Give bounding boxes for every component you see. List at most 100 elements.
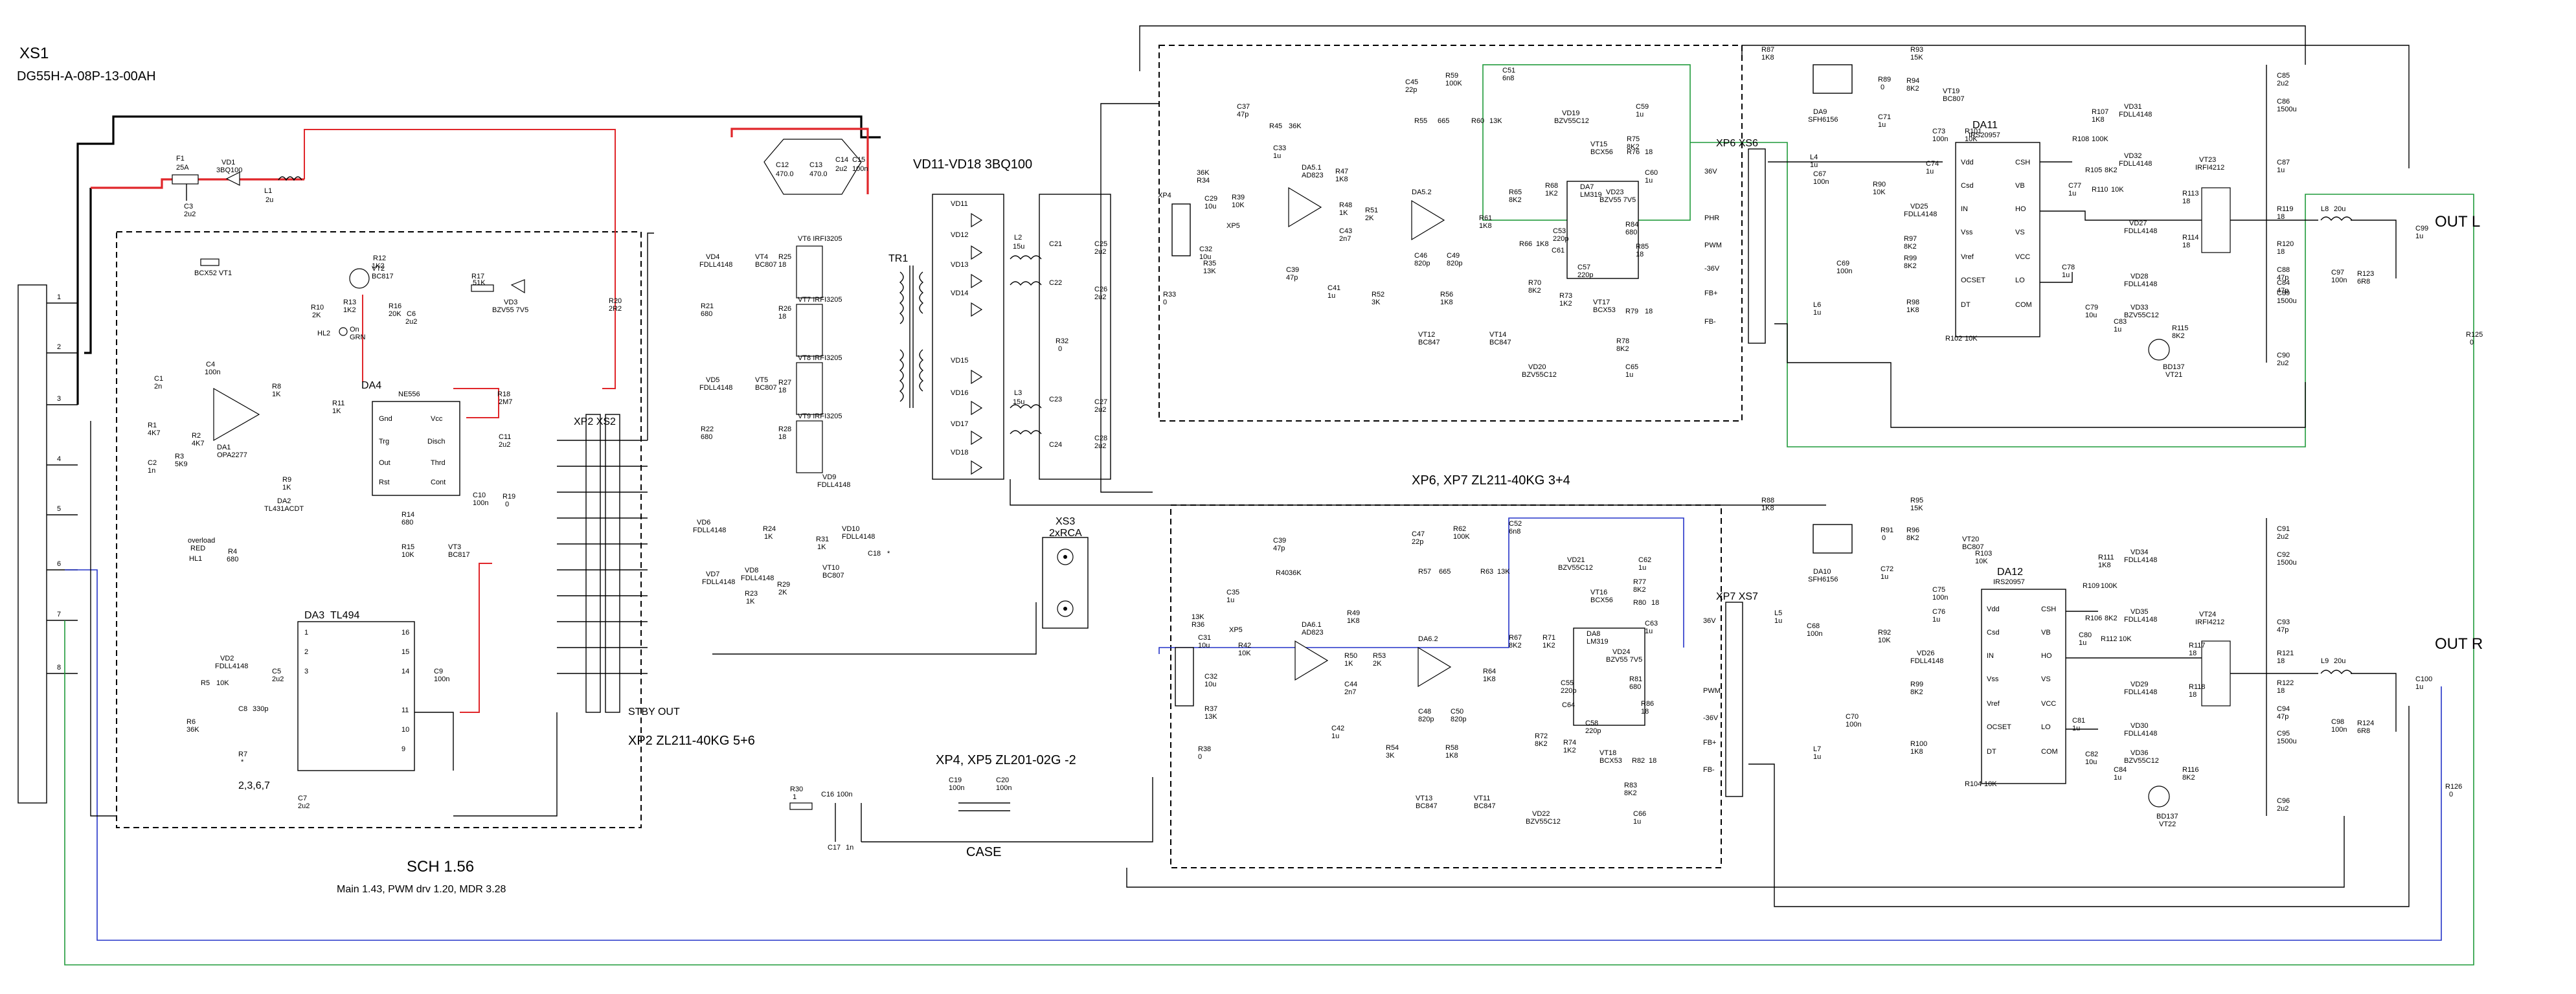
svg-text:R126: R126 (2445, 783, 2462, 791)
svg-text:L4: L4 (1810, 153, 1818, 161)
svg-text:R61: R61 (1479, 214, 1492, 222)
svg-text:R121: R121 (2277, 649, 2294, 657)
svg-text:VD30: VD30 (2130, 722, 2149, 730)
svg-text:Csd: Csd (1961, 182, 1974, 190)
svg-text:VD14: VD14 (951, 289, 969, 297)
svg-text:8K2: 8K2 (1910, 688, 1923, 696)
svg-text:1u: 1u (1881, 573, 1888, 581)
svg-text:R123: R123 (2357, 270, 2374, 278)
svg-text:C3: C3 (184, 203, 193, 210)
svg-text:R115: R115 (2172, 324, 2188, 332)
svg-text:1K8: 1K8 (1440, 299, 1453, 306)
svg-text:R13: R13 (343, 299, 356, 306)
svg-text:1K2: 1K2 (1542, 642, 1555, 649)
svg-text:VT17: VT17 (1593, 299, 1610, 306)
svg-text:18: 18 (1645, 308, 1653, 315)
svg-text:10u: 10u (1204, 681, 1216, 688)
svg-text:R5: R5 (201, 679, 210, 687)
svg-text:*: * (887, 550, 890, 558)
svg-text:R114: R114 (2182, 234, 2198, 242)
svg-text:1u: 1u (1226, 596, 1234, 604)
svg-text:2K: 2K (312, 311, 321, 319)
svg-text:C89: C89 (2277, 289, 2290, 297)
svg-text:C75: C75 (1932, 586, 1945, 594)
svg-text:R78: R78 (1616, 337, 1629, 345)
svg-text:C65: C65 (1625, 363, 1638, 371)
svg-text:C17: C17 (828, 844, 841, 852)
svg-text:R51: R51 (1365, 207, 1378, 214)
svg-text:1K: 1K (1339, 209, 1348, 217)
svg-text:VD20: VD20 (1528, 363, 1546, 371)
svg-text:2u2: 2u2 (184, 210, 196, 218)
svg-text:13K: 13K (1497, 568, 1510, 576)
da4-ref: DA4 (361, 380, 381, 391)
svg-text:R65: R65 (1509, 188, 1522, 196)
svg-text:2u2: 2u2 (1094, 248, 1106, 256)
svg-text:COM: COM (2015, 301, 2032, 309)
svg-text:100n: 100n (852, 165, 868, 173)
psu-driver-block (116, 231, 642, 828)
svg-text:R59: R59 (1445, 72, 1458, 80)
svg-text:R82: R82 (1632, 757, 1645, 765)
svg-text:C58: C58 (1585, 719, 1598, 727)
svg-text:C12: C12 (776, 161, 789, 169)
svg-text:VD6: VD6 (697, 519, 710, 526)
svg-text:2K: 2K (1365, 214, 1374, 222)
svg-text:VT12: VT12 (1418, 331, 1435, 339)
svg-text:2u2: 2u2 (499, 441, 510, 449)
svg-text:R87: R87 (1761, 46, 1774, 54)
svg-text:4K7: 4K7 (148, 429, 161, 437)
svg-text:R79: R79 (1625, 308, 1638, 315)
svg-text:18: 18 (1649, 757, 1656, 765)
svg-text:1K2: 1K2 (1563, 747, 1576, 754)
svg-text:DA2: DA2 (277, 497, 291, 505)
red-vcc-net (304, 129, 616, 389)
svg-text:R58: R58 (1445, 744, 1458, 752)
svg-text:R100: R100 (1910, 740, 1927, 748)
svg-text:R71: R71 (1542, 634, 1555, 642)
svg-text:2u2: 2u2 (2277, 80, 2288, 87)
svg-text:DT: DT (1961, 301, 1971, 309)
svg-text:XP4: XP4 (1158, 192, 1171, 199)
svg-text:R108: R108 (2072, 135, 2089, 143)
svg-text:C49: C49 (1447, 252, 1460, 260)
svg-text:8K2: 8K2 (1616, 345, 1629, 353)
svg-text:2u: 2u (266, 196, 273, 204)
svg-text:36V: 36V (1704, 168, 1717, 175)
svg-text:8K2: 8K2 (1627, 143, 1640, 151)
svg-text:36K: 36K (186, 726, 199, 734)
svg-text:IRFI4212: IRFI4212 (2195, 618, 2224, 626)
svg-text:R54: R54 (1386, 744, 1399, 752)
svg-text:8K2: 8K2 (1535, 740, 1548, 748)
svg-text:2u2: 2u2 (1094, 406, 1106, 414)
svg-text:C91: C91 (2277, 525, 2290, 533)
svg-text:C88: C88 (2277, 266, 2290, 274)
svg-text:10K: 10K (1238, 649, 1251, 657)
svg-text:C39: C39 (1286, 266, 1299, 274)
svg-text:C62: C62 (1638, 556, 1651, 564)
svg-text:18: 18 (2277, 248, 2285, 256)
svg-text:BC807: BC807 (822, 572, 844, 580)
svg-text:100n: 100n (1836, 267, 1852, 275)
svg-text:665: 665 (1438, 117, 1449, 125)
svg-text:VT3: VT3 (448, 543, 461, 551)
svg-text:C52: C52 (1509, 520, 1522, 528)
svg-text:DA1: DA1 (217, 444, 231, 451)
svg-text:R85: R85 (1636, 243, 1649, 251)
svg-text:FDLL4148: FDLL4148 (741, 574, 774, 582)
svg-text:1n: 1n (148, 467, 155, 475)
svg-text:R21: R21 (701, 302, 714, 310)
svg-text:1: 1 (793, 793, 797, 801)
transformer-tr1 (899, 265, 924, 408)
svg-text:DA7: DA7 (1580, 183, 1594, 191)
svg-text:100n: 100n (2331, 726, 2347, 734)
svg-text:VT18: VT18 (1599, 749, 1616, 757)
svg-text:18: 18 (2277, 687, 2285, 695)
svg-text:R28: R28 (778, 425, 791, 433)
svg-text:FDLL4148: FDLL4148 (2124, 280, 2157, 288)
ic-da4 (372, 401, 460, 496)
svg-text:C2: C2 (148, 459, 157, 467)
svg-text:1500u: 1500u (2277, 106, 2297, 113)
svg-text:18: 18 (2189, 649, 2197, 657)
